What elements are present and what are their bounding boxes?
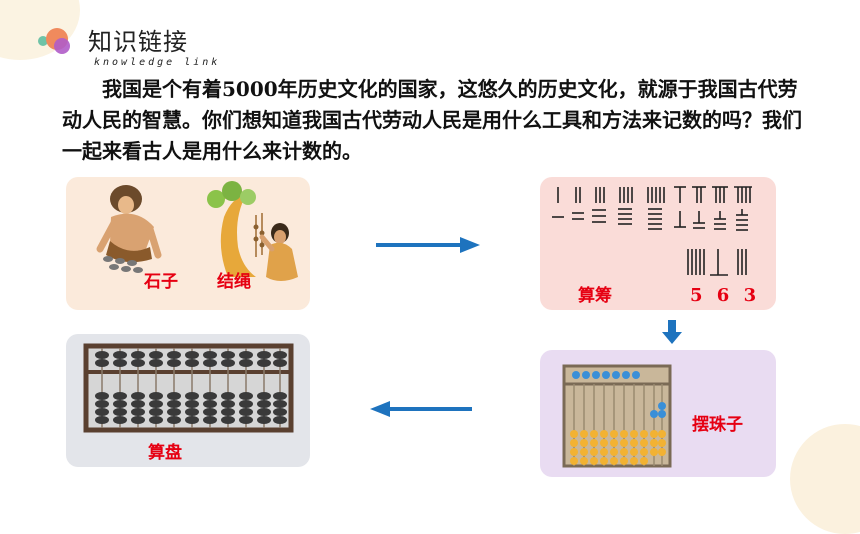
arrow-right-icon: [376, 237, 480, 253]
page-title: 知识链接: [88, 28, 188, 56]
label-abacus: 算盘: [148, 443, 182, 463]
panel-counting-rods: 算筹 5 6 3: [540, 177, 776, 310]
counting-rods-illustration: [552, 186, 752, 276]
primitive-people-illustration: [96, 181, 298, 281]
arrow-down-icon: [662, 320, 682, 344]
panel-beads: 摆珠子: [540, 350, 776, 477]
abacus-illustration: [83, 343, 294, 433]
label-number-563: 5 6 3: [690, 285, 761, 306]
intro-paragraph: 我国是个有着5000年历史文化的国家，这悠久的历史文化，就源于我国古代劳动人民的…: [62, 77, 802, 163]
bead-board-illustration: [562, 364, 672, 468]
label-counting-rods: 算筹: [578, 286, 612, 306]
label-rope: 结绳: [217, 272, 251, 292]
label-stones: 石子: [144, 272, 178, 292]
panel-stones-ropes: 石子 结绳: [66, 177, 310, 310]
label-beads: 摆珠子: [692, 415, 743, 435]
decorative-dots-icon: [38, 26, 78, 56]
arrow-left-icon: [370, 401, 472, 417]
panel-abacus: 算盘: [66, 334, 310, 467]
decorative-corner-bottom-right: [790, 424, 860, 534]
page-subtitle: knowledge link: [94, 57, 221, 68]
